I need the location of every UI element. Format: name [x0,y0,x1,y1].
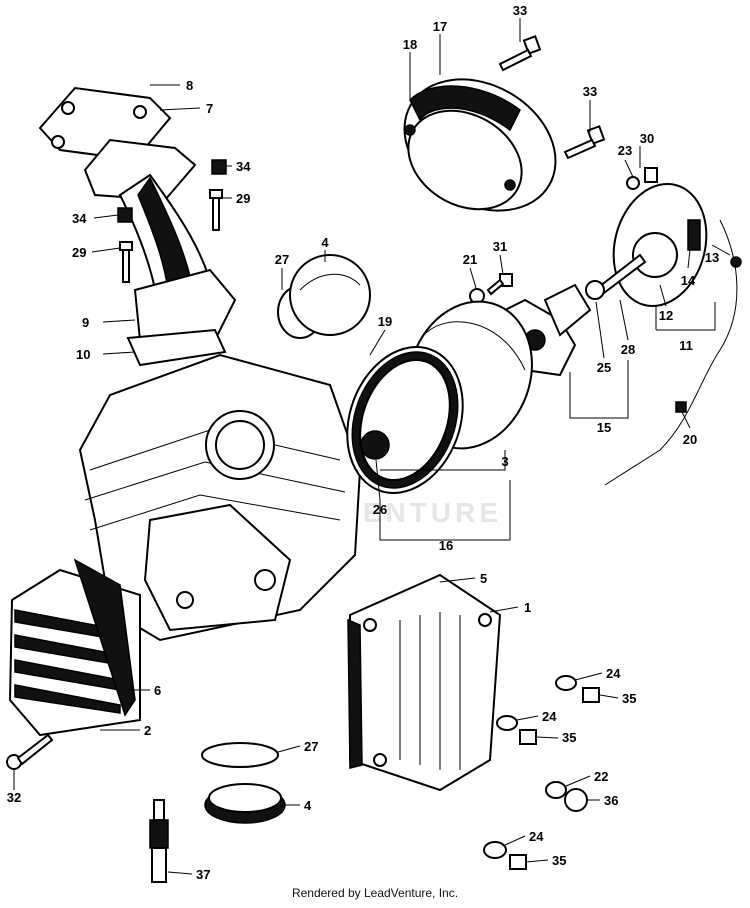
crankcase-cover [346,300,533,494]
intake-manifold [38,86,237,367]
callout-30: 30 [640,131,654,146]
callout-14: 14 [681,273,696,288]
nut-34-lower [117,207,133,223]
callout-28: 28 [621,342,635,357]
callout-32: 32 [7,790,21,805]
callout-19: 19 [378,314,392,329]
spark-plug-37 [149,799,169,883]
callout-15: 15 [597,420,611,435]
callout-20: 20 [683,432,697,447]
washer-23 [626,176,640,190]
callout-10: 10 [76,347,90,362]
filler-cap-4-upper [277,254,371,339]
cap-nut-36 [564,788,588,812]
stator-plate [593,182,742,486]
callout-16: 16 [439,538,453,553]
callout-2: 2 [144,723,151,738]
callout-7: 7 [206,101,213,116]
callout-3: 3 [501,454,508,469]
callout-12: 12 [659,308,673,323]
nut-35-a [582,687,600,703]
callout-24-c: 24 [529,829,544,844]
callout-24-b: 24 [542,709,557,724]
washer-25 [585,280,605,300]
callout-34-lower: 34 [72,211,87,226]
callout-31: 31 [493,239,507,254]
washer-22 [545,781,567,799]
callout-23: 23 [618,143,632,158]
cylinder-head-cover [347,573,502,792]
callout-34-upper: 34 [236,159,251,174]
callout-13: 13 [705,250,719,265]
callout-35-a: 35 [622,691,636,706]
callout-27-lower: 27 [304,739,318,754]
callout-29-upper: 29 [236,191,250,206]
callout-8: 8 [186,78,193,93]
callout-33-upper: 33 [513,3,527,18]
callout-4-lower: 4 [304,798,312,813]
bolt-31 [486,273,513,296]
callout-4-upper: 4 [321,235,329,250]
filler-cap-4-lower [201,742,286,824]
callout-9: 9 [82,315,89,330]
callout-1: 1 [524,600,531,615]
washer-24-b [496,715,518,731]
callout-29-lower: 29 [72,245,86,260]
callout-22: 22 [594,769,608,784]
callout-35-b: 35 [562,730,576,745]
cylinder-block [78,353,362,642]
callout-18: 18 [403,37,417,52]
callout-33-lower: 33 [583,84,597,99]
nut-34-upper [211,159,227,175]
bolt-32 [6,733,54,770]
leader-lines [13,18,731,875]
callout-21: 21 [463,252,477,267]
flywheel-cover [403,78,557,212]
callout-27-upper: 27 [275,252,289,267]
bolt-29-lower [119,241,133,283]
bolt-29-upper [209,189,223,231]
bolt-33-upper [498,35,542,72]
callout-37: 37 [196,867,210,882]
callout-17: 17 [433,19,447,34]
nut-35-c [509,854,527,870]
callout-26: 26 [373,502,387,517]
footer-credit: Rendered by LeadVenture, Inc. [291,886,459,900]
callout-24-a: 24 [606,666,621,681]
callout-35-c: 35 [552,853,566,868]
bolt-30 [644,167,658,183]
callout-25: 25 [597,360,611,375]
washer-24-a [555,675,577,691]
nut-35-b [519,729,537,745]
callout-11: 11 [679,338,693,353]
callout-36: 36 [604,793,618,808]
side-cover [8,558,141,737]
washer-24-c [483,841,507,859]
callout-5: 5 [480,571,487,586]
bolt-33-lower [563,125,606,160]
callout-6: 6 [154,683,161,698]
callout-numbers: 33 17 18 33 8 7 30 23 34 29 34 29 4 27 2… [7,3,719,882]
